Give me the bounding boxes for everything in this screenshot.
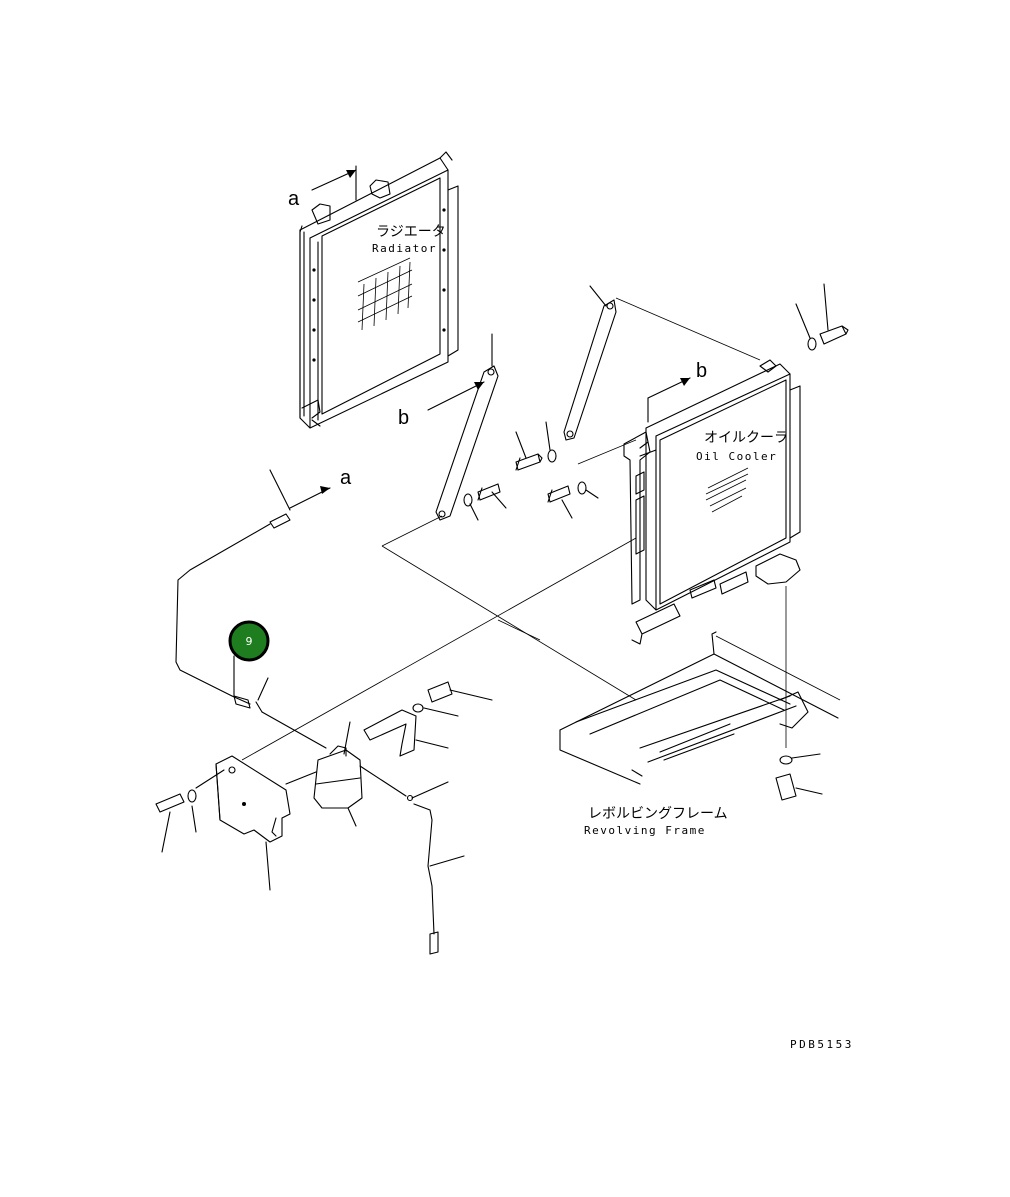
frame-bolt [775,753,823,801]
radiator-label-jp: ラジエータ [376,224,446,240]
callout-9[interactable]: 9 [228,620,270,697]
mark-b-right: b [696,360,707,382]
radiator-label-en: Radiator [372,242,437,255]
drawing-number: PDB5153 [790,1038,854,1051]
stay-right [563,285,617,441]
radiator-assembly: ラジエータ Radiator [299,151,459,429]
arrow-b-right: b [647,360,707,423]
stay-bolts [463,421,599,521]
reserve-tank [285,721,363,827]
arrow-b-left: b [398,381,485,429]
callout-number: 9 [246,635,253,648]
oil-cooler-assembly: オイルクーラ Oil Cooler [623,359,801,645]
mark-a-bottom: a [340,467,352,489]
arrow-a-top: a [288,165,357,210]
bolt-left [155,769,225,853]
tank-bracket [215,755,291,891]
oil-cooler-label-jp: オイルクーラ [704,430,788,446]
revolving-frame: レボルビングフレーム Revolving Frame [559,631,839,837]
drain-hose [359,765,465,955]
callout-circle[interactable] [228,620,270,662]
hose-a-end: a [269,467,352,529]
mark-a-top: a [288,188,300,210]
overflow-hose [175,523,327,749]
frame-label-jp: レボルビングフレーム [588,806,728,822]
tank-holder [363,681,493,757]
leader-lines [241,297,841,761]
stay-left [435,333,499,521]
bolt-top-right [795,283,849,351]
mark-b-left: b [398,407,409,429]
frame-label-en: Revolving Frame [584,824,706,837]
oil-cooler-label-en: Oil Cooler [696,450,777,463]
